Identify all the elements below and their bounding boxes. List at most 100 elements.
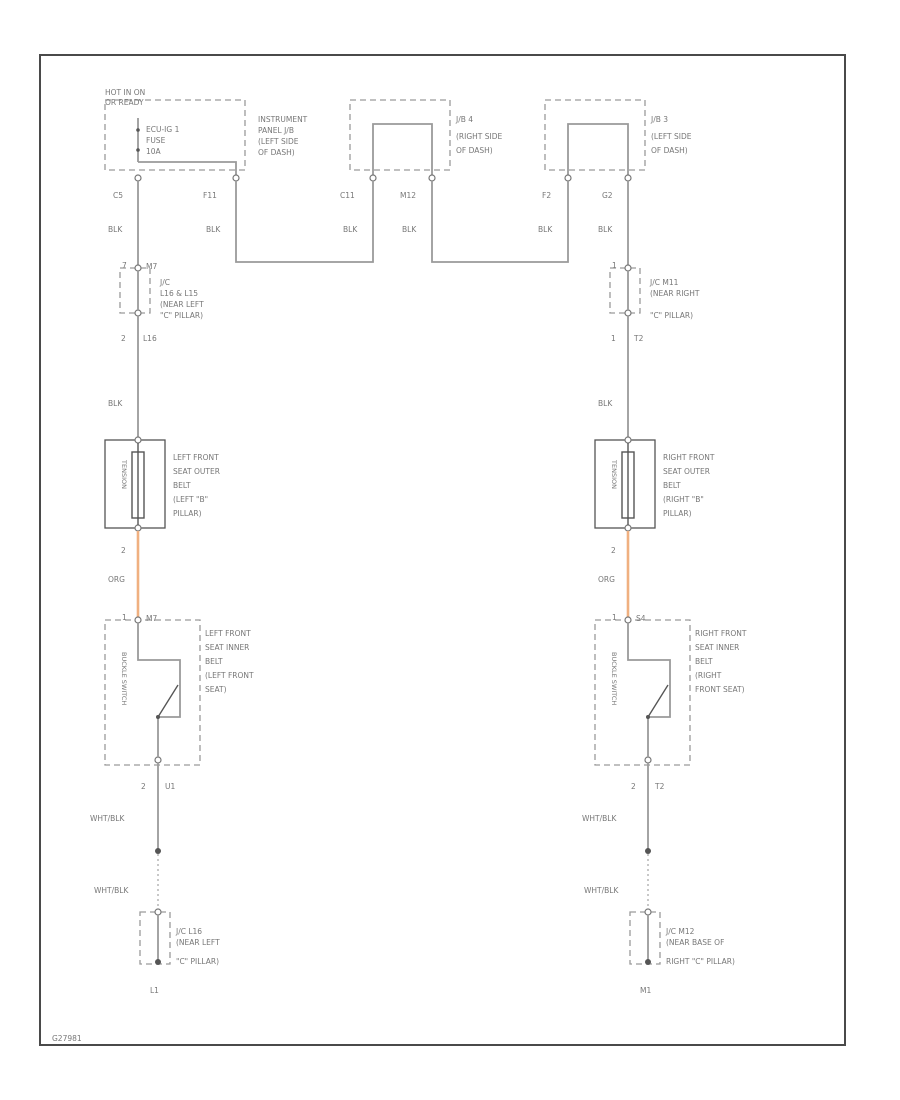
svg-text:J/B 4: J/B 4: [455, 115, 473, 124]
right-front-seat-inner-belt: BUCKLE SWITCH 1 S4 RIGHT FRONT SEAT INNE…: [594, 613, 747, 791]
right-front-seat-outer-belt: TENSION RIGHT FRONT SEAT OUTER BELT (RIG…: [594, 436, 715, 555]
wire-color-g2: BLK: [598, 225, 613, 234]
svg-text:PANEL J/B: PANEL J/B: [258, 126, 294, 135]
wire-color-left-mid: BLK: [108, 399, 123, 408]
connector-c11-label: C11: [340, 191, 355, 200]
svg-text:J/C: J/C: [159, 278, 170, 287]
wire-color-right-org: ORG: [598, 575, 615, 584]
connector-c5-label: C5: [113, 191, 123, 200]
svg-text:2: 2: [611, 546, 616, 555]
left-junction-connector: 7 M7 J/C L16 & L15 (NEAR LEFT "C" PILLAR…: [119, 261, 204, 343]
fuse-name: ECU-IG 1: [146, 125, 180, 134]
jb4-box: J/B 4 (RIGHT SIDE OF DASH): [349, 99, 503, 178]
right-ground-label: M1: [640, 986, 651, 995]
connector-c11-pin: [369, 174, 377, 182]
connector-m12-label: M12: [400, 191, 416, 200]
svg-text:1: 1: [122, 613, 127, 622]
left-front-seat-outer-belt: TENSION LEFT FRONT SEAT OUTER BELT (LEFT…: [104, 436, 220, 555]
svg-text:S4: S4: [636, 614, 646, 623]
svg-text:T2: T2: [654, 782, 665, 791]
svg-text:(RIGHT SIDE: (RIGHT SIDE: [456, 132, 503, 141]
wire-color-m12: BLK: [402, 225, 417, 234]
svg-text:(LEFT FRONT: (LEFT FRONT: [205, 671, 254, 680]
svg-text:SEAT INNER: SEAT INNER: [695, 643, 739, 652]
svg-text:SEAT INNER: SEAT INNER: [205, 643, 249, 652]
right-junction-connector: 1 J/C M11 (NEAR RIGHT "C" PILLAR) 1 T2: [609, 261, 700, 343]
figure-id: G27981: [52, 1034, 82, 1043]
svg-text:SEAT OUTER: SEAT OUTER: [663, 467, 710, 476]
svg-text:1: 1: [612, 613, 617, 622]
hot-label: HOT IN ON: [105, 88, 145, 97]
svg-text:T2: T2: [633, 334, 644, 343]
svg-text:"C" PILLAR): "C" PILLAR): [650, 311, 693, 320]
wire-color-f2: BLK: [538, 225, 553, 234]
svg-text:2: 2: [121, 546, 126, 555]
wire-color-f11: BLK: [206, 225, 221, 234]
svg-text:J/C M12: J/C M12: [665, 927, 695, 936]
left-ground-junction: J/C L16 (NEAR LEFT "C" PILLAR) L1: [139, 908, 220, 995]
svg-text:(RIGHT "B": (RIGHT "B": [663, 495, 704, 504]
fuse-amp: 10A: [146, 147, 162, 156]
svg-text:TENSION: TENSION: [120, 459, 128, 489]
svg-text:OF DASH): OF DASH): [651, 146, 688, 155]
left-ground-point: [155, 959, 161, 965]
wire-color-right-bot1: WHT/BLK: [582, 814, 617, 823]
right-ground-junction: J/C M12 (NEAR BASE OF RIGHT "C" PILLAR) …: [629, 908, 735, 995]
svg-text:M7: M7: [146, 262, 157, 271]
instrument-panel-jb: INSTRUMENT PANEL J/B (LEFT SIDE OF DASH): [258, 115, 308, 157]
svg-text:(LEFT SIDE: (LEFT SIDE: [258, 137, 299, 146]
svg-text:1: 1: [612, 261, 617, 270]
wire-color-right-mid: BLK: [598, 399, 613, 408]
svg-text:RIGHT FRONT: RIGHT FRONT: [663, 453, 715, 462]
connector-f11-label: F11: [203, 191, 217, 200]
wire-color-c11: BLK: [343, 225, 358, 234]
wire-color-c5: BLK: [108, 225, 123, 234]
svg-text:OF DASH): OF DASH): [456, 146, 493, 155]
svg-text:(LEFT "B": (LEFT "B": [173, 495, 208, 504]
svg-text:(NEAR RIGHT: (NEAR RIGHT: [650, 289, 700, 298]
svg-text:BUCKLE SWITCH: BUCKLE SWITCH: [120, 652, 128, 705]
svg-text:SEAT OUTER: SEAT OUTER: [173, 467, 220, 476]
svg-text:(LEFT SIDE: (LEFT SIDE: [651, 132, 692, 141]
svg-text:OF DASH): OF DASH): [258, 148, 295, 157]
right-ground-point: [645, 959, 651, 965]
svg-text:PILLAR): PILLAR): [663, 509, 692, 518]
svg-text:RIGHT FRONT: RIGHT FRONT: [695, 629, 747, 638]
right-splice: [645, 848, 651, 854]
svg-text:2: 2: [141, 782, 146, 791]
svg-text:LEFT FRONT: LEFT FRONT: [173, 453, 219, 462]
connector-c5-pin: [134, 174, 142, 182]
svg-text:BELT: BELT: [663, 481, 681, 490]
svg-text:BELT: BELT: [173, 481, 191, 490]
svg-text:U1: U1: [165, 782, 175, 791]
svg-text:"C" PILLAR): "C" PILLAR): [160, 311, 203, 320]
fuse-box: HOT IN ON OR READY ECU-IG 1 FUSE 10A: [104, 88, 246, 178]
svg-text:2: 2: [631, 782, 636, 791]
svg-text:SEAT): SEAT): [205, 685, 227, 694]
svg-text:J/B 3: J/B 3: [650, 115, 668, 124]
svg-text:RIGHT "C" PILLAR): RIGHT "C" PILLAR): [666, 957, 735, 966]
accessory-label: OR READY: [105, 98, 144, 107]
svg-text:INSTRUMENT: INSTRUMENT: [258, 115, 308, 124]
svg-text:TENSION: TENSION: [610, 459, 618, 489]
svg-text:PILLAR): PILLAR): [173, 509, 202, 518]
left-ground-label: L1: [150, 986, 159, 995]
connector-g2-pin: [624, 174, 632, 182]
left-front-seat-inner-belt: BUCKLE SWITCH 1 M7 LEFT FRONT SEAT INNER…: [104, 613, 254, 791]
jb3-box: J/B 3 (LEFT SIDE OF DASH): [544, 99, 692, 178]
svg-text:BUCKLE SWITCH: BUCKLE SWITCH: [610, 652, 618, 705]
wire-color-left-bot2: WHT/BLK: [94, 886, 129, 895]
svg-text:J/C L16: J/C L16: [175, 927, 202, 936]
connector-f2-label: F2: [542, 191, 551, 200]
svg-text:J/C M11: J/C M11: [649, 278, 679, 287]
wire-color-left-org: ORG: [108, 575, 125, 584]
svg-text:1: 1: [611, 334, 616, 343]
svg-text:(NEAR BASE OF: (NEAR BASE OF: [666, 938, 724, 947]
svg-text:FRONT SEAT): FRONT SEAT): [695, 685, 745, 694]
wire-color-left-bot1: WHT/BLK: [90, 814, 125, 823]
svg-text:2: 2: [121, 334, 126, 343]
svg-text:M7: M7: [146, 614, 157, 623]
connector-f2-pin: [564, 174, 572, 182]
svg-text:L16 & L15: L16 & L15: [160, 289, 198, 298]
